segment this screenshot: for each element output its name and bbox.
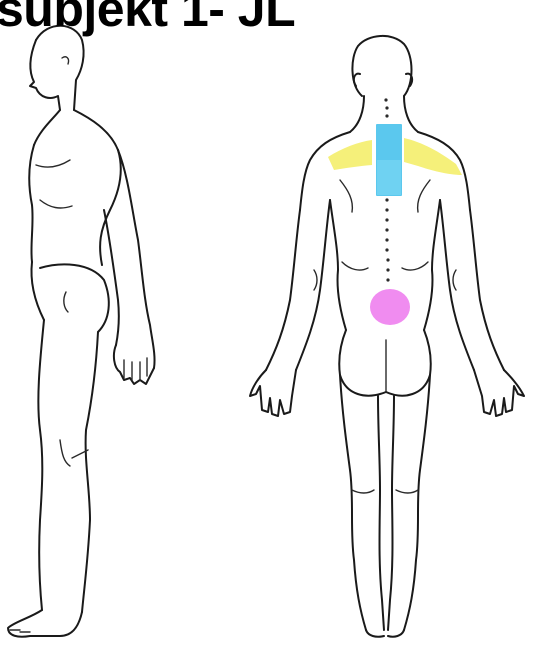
page-title: subjekt 1- JL	[0, 0, 295, 34]
neck-upper-back-marking-lower	[377, 160, 401, 195]
lower-back-marking	[370, 289, 410, 325]
back-view-figure	[250, 36, 524, 637]
side-view-figure	[8, 26, 155, 637]
left-trapezius-marking	[328, 140, 372, 170]
right-trapezius-marking	[404, 138, 462, 175]
